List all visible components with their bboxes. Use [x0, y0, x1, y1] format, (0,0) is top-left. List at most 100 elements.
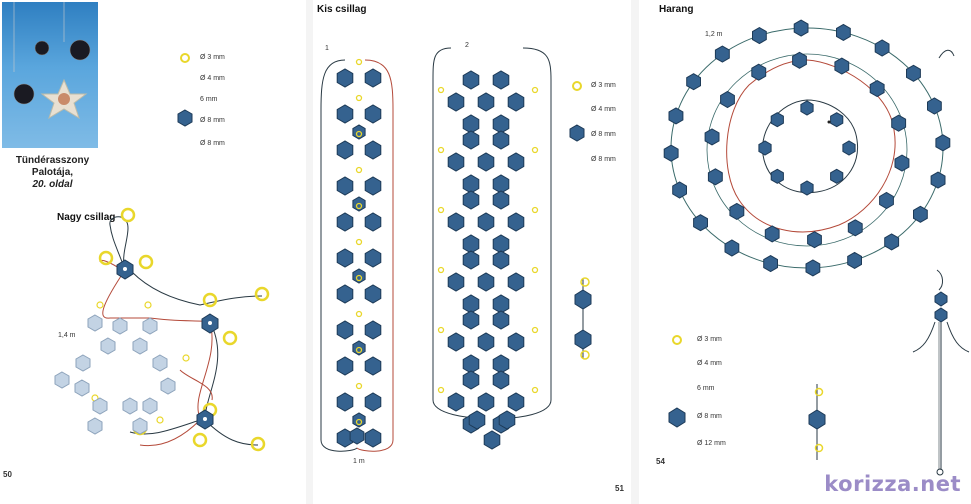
bead-8mm	[879, 191, 894, 210]
bead-8mm	[891, 114, 907, 132]
page-50: Tündérasszony Palotája, 20. oldal Ø 3 mm…	[0, 0, 306, 504]
bead-8mm	[364, 320, 382, 340]
bead-8mm	[507, 92, 525, 112]
legend-label: Ø 8 mm	[200, 140, 225, 147]
wire-length-label: 1,4 m	[58, 332, 76, 339]
bead-8mm	[686, 73, 701, 91]
bead-8mm	[913, 205, 928, 223]
bead-8mm	[364, 68, 382, 88]
legend-label: Ø 3 mm	[200, 54, 225, 61]
bead-8mm	[792, 51, 807, 69]
step-1-label: 1	[325, 45, 329, 52]
bead-8mm	[336, 104, 354, 124]
bead-8mm	[364, 428, 382, 448]
bead-8mm	[847, 219, 863, 237]
bead-8mm	[492, 310, 510, 330]
legend-label: Ø 8 mm	[591, 156, 616, 163]
bead-8mm	[364, 212, 382, 232]
bead-8mm	[663, 144, 679, 162]
bead-8mm	[830, 168, 844, 184]
bead-8mm	[807, 231, 822, 249]
diagram-title: Nagy csillag	[57, 212, 116, 223]
bead-8mm	[364, 104, 382, 124]
bead-8mm	[462, 250, 480, 270]
bead-8mm	[364, 284, 382, 304]
caption-line-3: 20. oldal	[32, 179, 73, 190]
bead-8mm	[847, 251, 862, 269]
bead-8mm	[336, 212, 354, 232]
bead-8mm	[894, 154, 910, 172]
bead-8mm	[507, 332, 525, 352]
legend-label: Ø 8 mm	[697, 413, 722, 420]
bead-8mm	[462, 370, 480, 390]
bead-8mm	[447, 152, 465, 172]
step-2-label: 2	[465, 42, 469, 49]
bead-8mm	[770, 168, 784, 184]
diagram-title: Harang	[659, 4, 694, 15]
bead-8mm	[751, 63, 767, 81]
legend-label: Ø 4 mm	[591, 106, 616, 113]
diagram-title: Kis csillag	[317, 4, 367, 15]
bead-8mm	[758, 140, 772, 156]
legend-label: Ø 4 mm	[697, 360, 722, 367]
bead-8mm	[793, 19, 809, 37]
bead-8mm	[729, 202, 745, 220]
bead-8mm	[336, 320, 354, 340]
bead-8mm	[462, 130, 480, 150]
bead-8mm	[842, 140, 856, 156]
bead-8mm	[336, 392, 354, 412]
bead-legend-icons	[569, 81, 585, 142]
bead-8mm	[483, 430, 501, 450]
bead-8mm	[447, 392, 465, 412]
bead-8mm	[477, 152, 495, 172]
bead-8mm-icon	[668, 407, 686, 428]
caption-line-1: Tündérasszony	[15, 155, 90, 166]
bead-8mm	[447, 92, 465, 112]
bead-3mm-icon	[672, 335, 682, 345]
bead-8mm	[714, 45, 730, 63]
bead-8mm	[336, 140, 354, 160]
bead-8mm	[935, 134, 951, 152]
wire-length-label: 1,2 m	[705, 31, 723, 38]
bead-8mm	[447, 212, 465, 232]
bead-8mm	[834, 57, 850, 75]
bead-8mm	[364, 140, 382, 160]
bead-8mm	[906, 64, 921, 82]
page-number: 50	[3, 470, 12, 479]
legend-label: 6 mm	[200, 96, 218, 103]
star-ornament-photo	[2, 2, 98, 148]
bead-8mm	[364, 356, 382, 376]
legend-label: Ø 4 mm	[200, 75, 225, 82]
bead-8mm	[874, 39, 890, 57]
bead-8mm-icon	[177, 109, 193, 127]
page-number: 54	[656, 457, 665, 466]
bead-8mm	[336, 68, 354, 88]
bead-8mm	[477, 332, 495, 352]
bead-8mm	[720, 90, 735, 109]
bead-8mm	[830, 112, 844, 128]
bead-8mm	[462, 310, 480, 330]
bead-8mm	[927, 97, 942, 115]
bead-8mm	[707, 168, 723, 186]
bead-8mm	[668, 107, 684, 125]
bead-8mm	[336, 356, 354, 376]
bead-8mm	[884, 233, 900, 251]
bead-8mm	[336, 284, 354, 304]
bead-8mm	[507, 392, 525, 412]
bead-8mm	[763, 255, 778, 273]
bead-8mm	[349, 427, 365, 445]
bead-8mm	[477, 272, 495, 292]
bead-8mm	[764, 225, 780, 243]
bead-8mm	[869, 80, 885, 98]
big-star-diagram	[54, 207, 270, 452]
bead-8mm	[364, 392, 382, 412]
small-star-steps-diagram	[320, 47, 592, 452]
bead-8mm	[447, 332, 465, 352]
bead-3mm-icon	[572, 81, 582, 91]
legend-label: 6 mm	[697, 385, 715, 392]
bead-8mm	[477, 92, 495, 112]
caption-line-2: Palotája,	[31, 167, 74, 178]
bead-8mm	[800, 100, 814, 116]
bead-8mm	[492, 70, 510, 90]
bead-8mm	[477, 392, 495, 412]
